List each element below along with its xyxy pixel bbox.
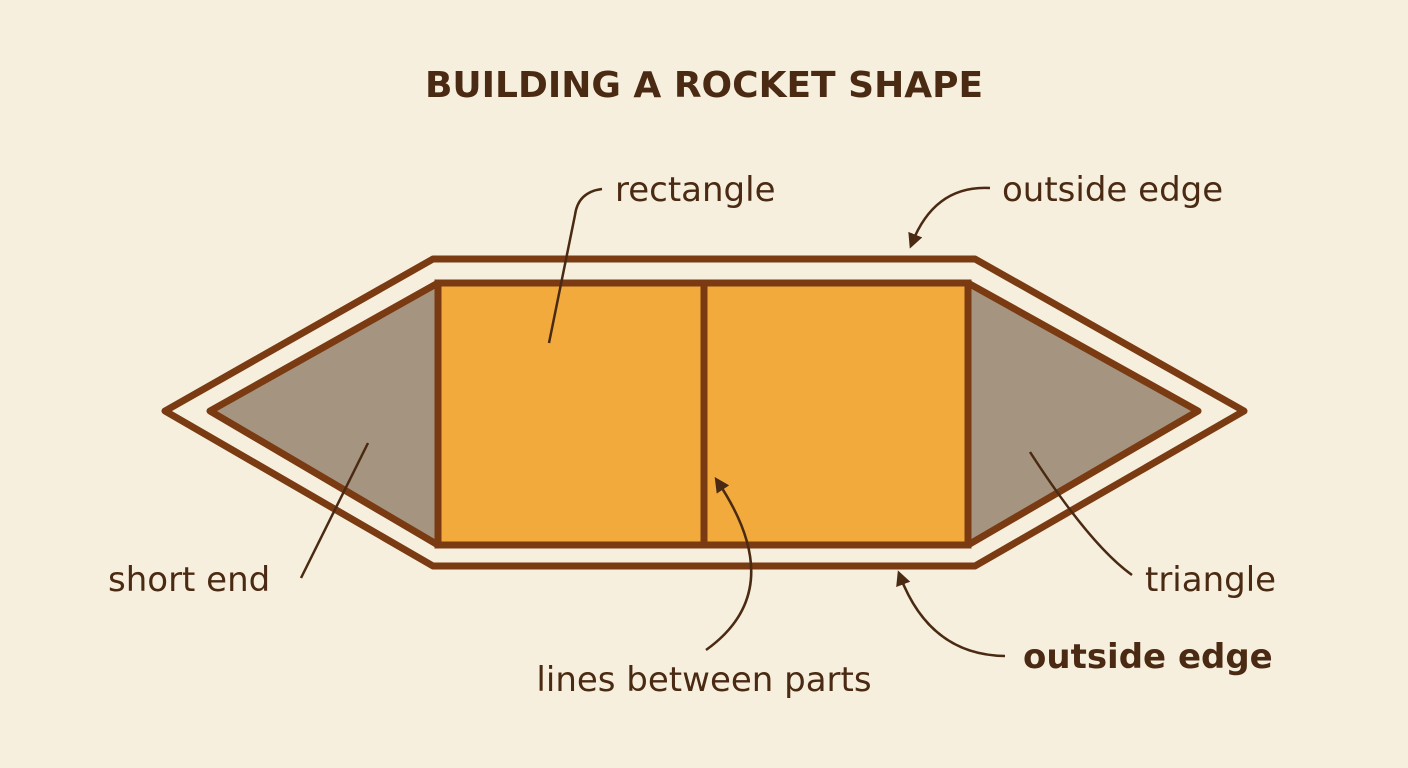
- outside-edge-top-label: outside edge: [1002, 170, 1223, 210]
- rectangle-label: rectangle: [615, 170, 776, 210]
- diagram-title: BUILDING A ROCKET SHAPE: [425, 65, 983, 106]
- outside-edge-bottom-label: outside edge: [1023, 637, 1273, 677]
- left-rectangle: [434, 279, 708, 549]
- short-end-label: short end: [108, 560, 270, 600]
- outside-edge-top-arrow: [908, 186, 991, 249]
- lines-between-parts-arrow: [705, 477, 753, 652]
- outside-edge-bottom-arrow: [896, 570, 1006, 658]
- lines-between-parts-label: lines between parts: [536, 660, 871, 700]
- rectangle-leader: [547, 187, 603, 344]
- triangle-leader: [1028, 451, 1133, 577]
- outer-outline: [161, 255, 1248, 570]
- triangle-label: triangle: [1145, 560, 1276, 600]
- right-rectangle: [700, 279, 972, 549]
- short-end-leader: [299, 442, 370, 579]
